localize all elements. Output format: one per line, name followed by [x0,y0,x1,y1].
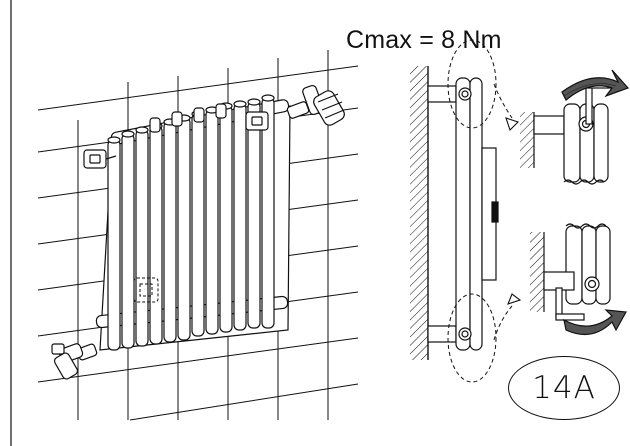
allen-key-bottom [555,287,585,321]
step-badge: 14A [508,356,620,420]
rotate-counterclockwise-arrow-icon [563,309,627,336]
wall-bracket-left [83,149,117,169]
wall-bracket-right [245,111,269,131]
valve-top-right [286,84,345,126]
valve-bottom-left [51,343,98,380]
radiator [95,94,291,351]
detail-top-wall [520,112,535,168]
rotate-clockwise-arrow-icon [561,69,630,101]
triangle-pointer-icon [505,117,522,305]
detail-top-radiator [533,103,609,185]
radiator-section [427,77,499,351]
hidden-bottom-bracket [133,277,159,303]
detail-callouts [447,39,513,383]
wall-section [410,66,429,360]
torque-label: Cmax = 8 Nm [346,26,502,54]
detail-bottom-wall [530,232,545,312]
detail-bottom-radiator [543,223,611,305]
